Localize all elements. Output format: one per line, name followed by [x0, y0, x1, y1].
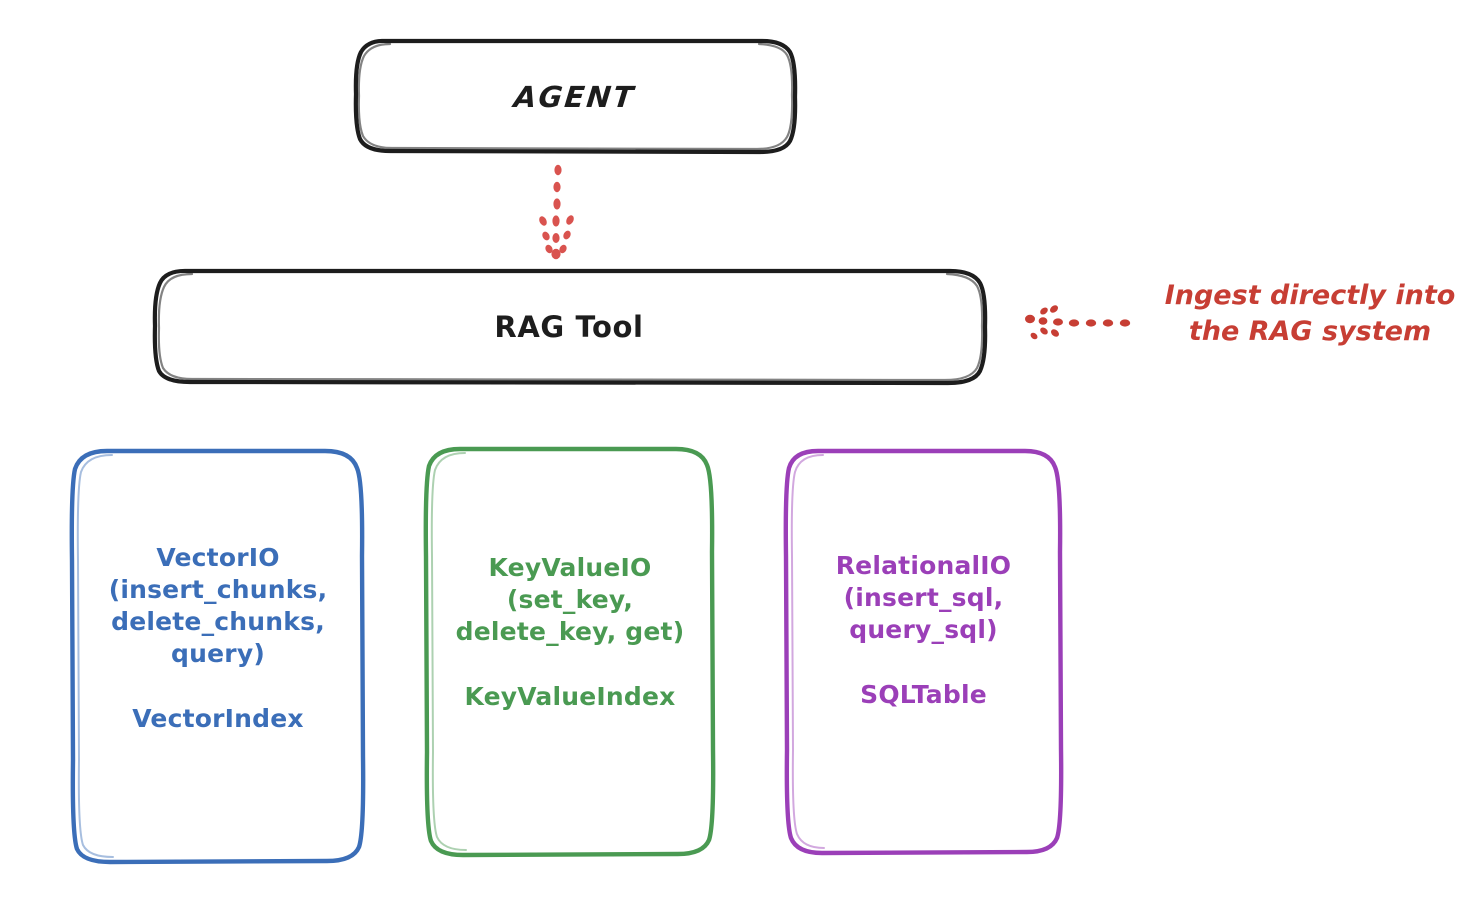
key-value-io-signature: KeyValueIO (set_key, delete_key, get) [455, 553, 685, 646]
ingest-connector-icon [1025, 305, 1131, 340]
relational-io-index-label: SQLTable [860, 680, 987, 709]
key-value-io-card[interactable]: KeyValueIO (set_key, delete_key, get) Ke… [425, 448, 715, 857]
vector-io-signature: VectorIO (insert_chunks, delete_chunks, … [108, 543, 328, 668]
ingest-annotation-text: Ingest directly into the RAG system [1164, 280, 1456, 347]
key-value-io-index-label: KeyValueIndex [464, 682, 676, 711]
rag-tool-label: RAG Tool [494, 309, 644, 344]
rag-tool-box[interactable] [152, 268, 988, 386]
vector-io-box[interactable] [69, 448, 366, 865]
relational-io-card[interactable]: RelationalIO (insert_sql, query_sql) SQL… [785, 450, 1062, 857]
key-value-io-box[interactable] [423, 446, 716, 858]
relational-io-signature: RelationalIO (insert_sql, query_sql) [835, 551, 1012, 644]
vector-io-card[interactable]: VectorIO (insert_chunks, delete_chunks, … [72, 450, 364, 862]
agent-label: AGENT [512, 79, 638, 114]
relational-io-box[interactable] [783, 448, 1064, 856]
agent-to-rag-connector-icon [539, 164, 574, 260]
agent-node[interactable]: AGENT [355, 40, 795, 153]
rag-tool-node[interactable]: RAG Tool [155, 270, 983, 383]
agent-box[interactable] [353, 38, 798, 155]
vector-io-index-label: VectorIndex [132, 704, 304, 733]
